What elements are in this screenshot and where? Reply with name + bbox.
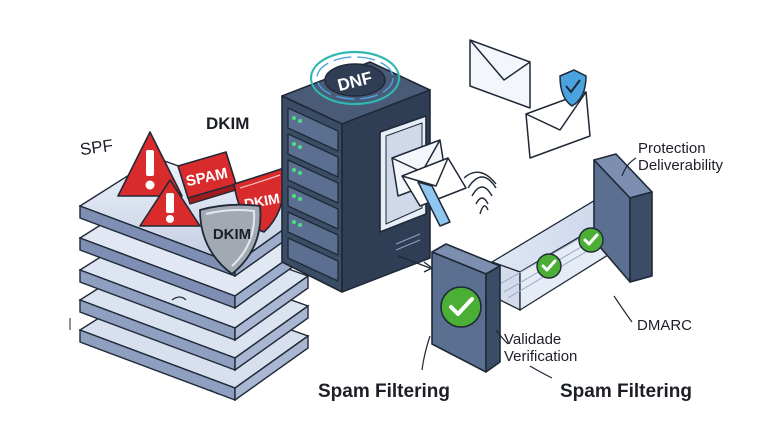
check-circle-icon xyxy=(440,286,482,328)
spam-filtering-right-label: Spam Filtering xyxy=(560,381,692,402)
verification-label: Verification xyxy=(504,348,578,365)
protection-label: Protection xyxy=(638,140,706,157)
fingerprint-icon xyxy=(463,171,497,215)
dkim-gray-shield-label: DKIM xyxy=(213,226,251,243)
shield-icon: DKIM xyxy=(199,203,262,276)
server-vent xyxy=(395,233,421,251)
warning-triangle-icon xyxy=(139,179,201,227)
check-circle-icon xyxy=(578,227,604,253)
deliverability-label: Deliverability xyxy=(638,157,724,174)
server-leds xyxy=(292,116,302,227)
dnf-badge: DNF xyxy=(309,50,401,106)
envelope-icon xyxy=(469,39,531,109)
leader-lines xyxy=(421,157,637,379)
filter-panel-right xyxy=(593,153,653,283)
validade-label: Validade xyxy=(504,331,562,348)
shield-check-icon xyxy=(559,69,587,107)
check-circle-icon xyxy=(536,253,562,279)
dkim-label: DKIM xyxy=(206,114,250,133)
server-drive-bays xyxy=(287,107,339,282)
envelope-icon xyxy=(525,91,591,159)
spam-filtering-left-label: Spam Filtering xyxy=(318,381,450,402)
dmarc-label: DMARC xyxy=(637,317,692,334)
warning-triangle-icon xyxy=(117,131,183,197)
envelope-icon xyxy=(391,139,467,227)
